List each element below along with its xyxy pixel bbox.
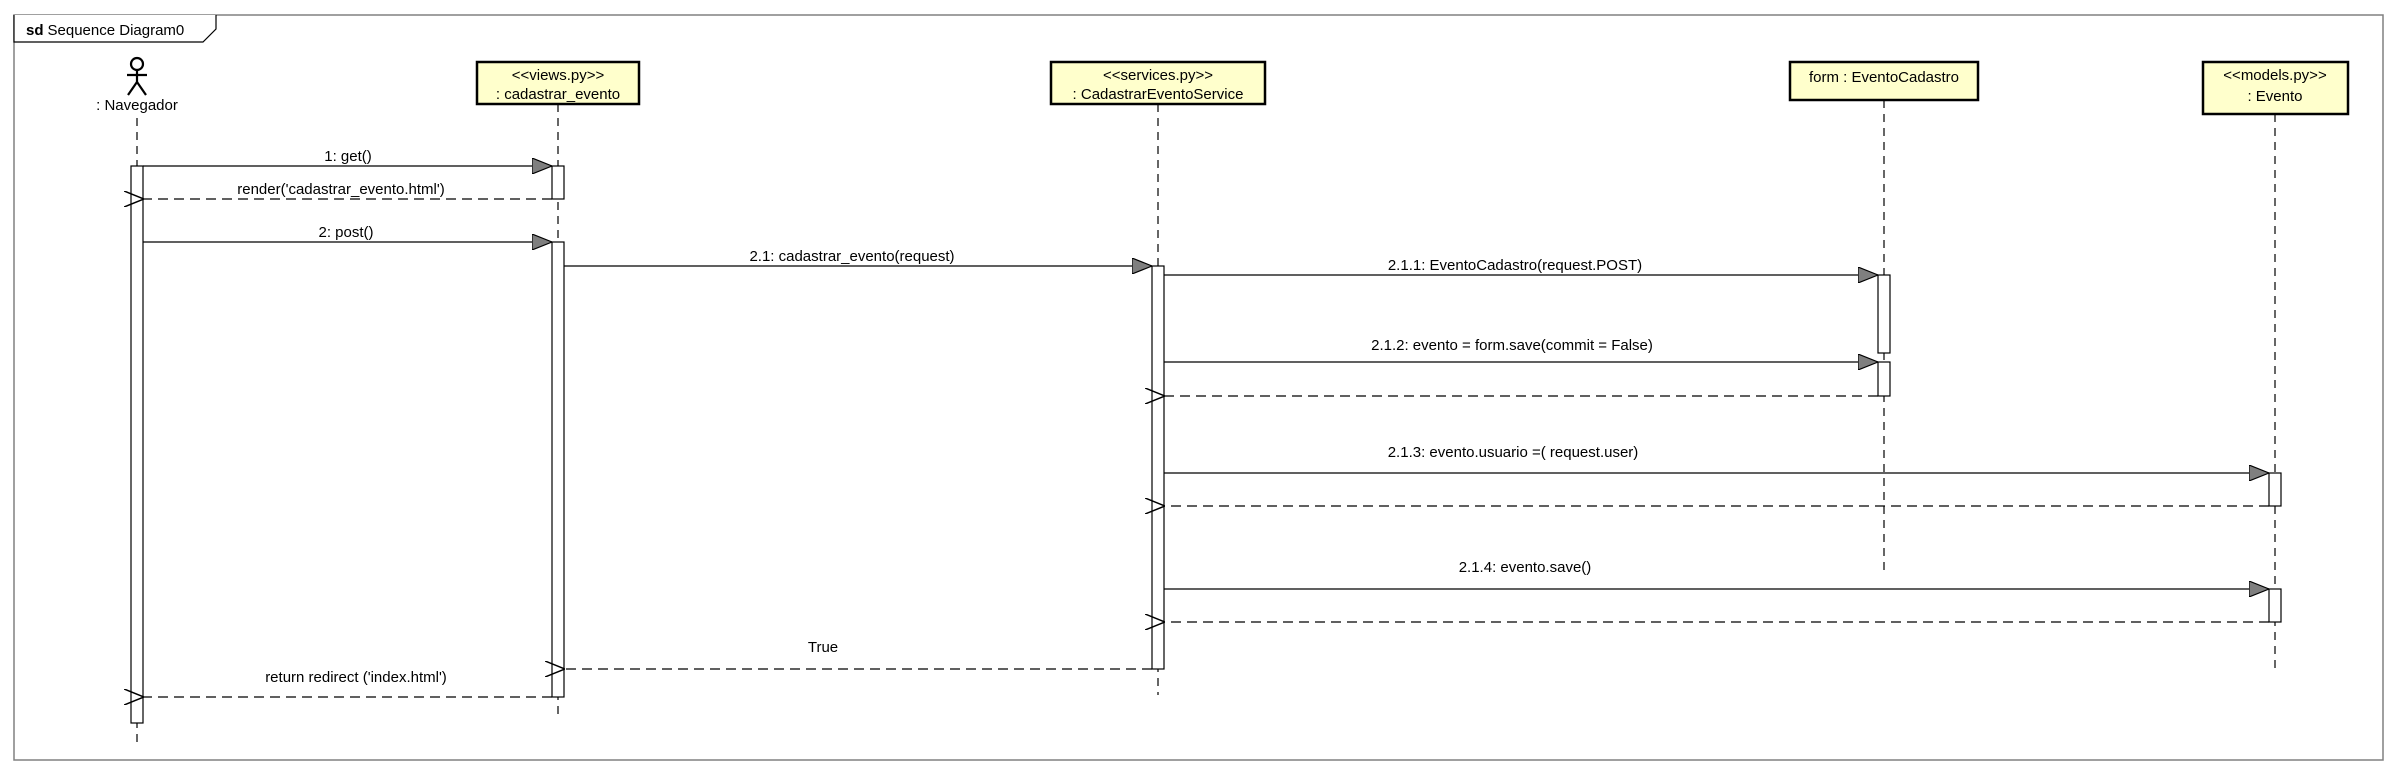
frame-name: Sequence Diagram0 [48,22,185,39]
activation-services [1151,265,1165,670]
message-label: return redirect ('index.html') [265,669,447,686]
message-label: 2: post() [318,224,373,241]
participant-services: <<services.py>> : CadastrarEventoService [1049,60,1267,106]
frame-keyword: sd [26,22,44,39]
participant-form-name: form : EventoCadastro [1809,69,1959,86]
message-label: 2.1: cadastrar_evento(request) [749,248,954,265]
message-12: True [564,639,1152,669]
participant-services-stereotype: <<services.py>> [1103,67,1213,84]
participant-models-name: : Evento [2247,88,2302,105]
participant-models: <<models.py>> : Evento [2201,60,2350,116]
frame-label-tab [13,15,217,43]
participant-views-name: : cadastrar_evento [496,86,620,103]
participant-form: form : EventoCadastro [1788,60,1980,102]
message-13: return redirect ('index.html') [143,669,552,697]
actor-navegador: : Navegador [96,56,178,114]
message-label: 2.1.3: evento.usuario =( request.user) [1388,444,1639,461]
activation-views-1 [551,165,565,200]
activation-models-1 [2268,472,2282,507]
message-3: 2: post() [143,224,552,242]
activation-form-1 [1877,274,1891,354]
message-5: 2.1.1: EventoCadastro(request.POST) [1164,257,1878,275]
participant-views-stereotype: <<views.py>> [512,67,605,84]
activation-views-2 [551,241,565,698]
participant-views: <<views.py>> : cadastrar_evento [475,60,641,106]
activation-navegador [130,165,144,724]
message-label: 2.1.4: evento.save() [1459,559,1592,576]
message-label: 2.1.1: EventoCadastro(request.POST) [1388,257,1642,274]
activation-models-2 [2268,588,2282,623]
message-2: render('cadastrar_evento.html') [143,181,552,199]
actor-label: : Navegador [96,97,178,114]
actor-figure-icon [127,56,147,96]
message-label: render('cadastrar_evento.html') [237,181,445,198]
message-8: 2.1.3: evento.usuario =( request.user) [1164,444,2269,473]
message-label: True [808,639,838,656]
diagram-frame [13,14,2384,761]
message-4: 2.1: cadastrar_evento(request) [564,248,1152,266]
message-1: 1: get() [143,148,552,166]
message-label: 2.1.2: evento = form.save(commit = False… [1371,337,1653,354]
message-10: 2.1.4: evento.save() [1164,559,2269,589]
activation-form-2 [1877,361,1891,397]
participant-services-name: : CadastrarEventoService [1073,86,1244,103]
message-6: 2.1.2: evento = form.save(commit = False… [1164,337,1878,362]
message-label: 1: get() [324,148,372,165]
participant-models-stereotype: <<models.py>> [2223,67,2327,84]
